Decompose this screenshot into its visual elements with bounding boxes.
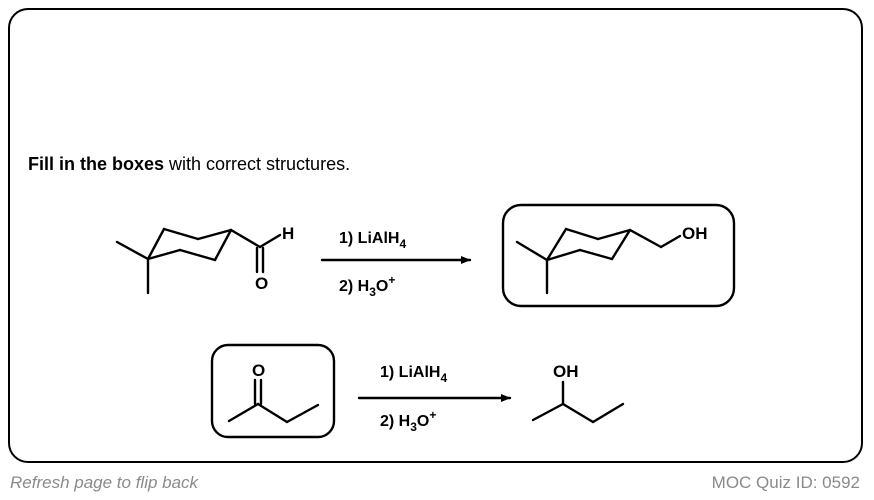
bond bbox=[515, 240, 549, 262]
bond bbox=[578, 248, 614, 261]
bond bbox=[628, 228, 663, 249]
question-prompt: Fill in the boxes with correct structure… bbox=[28, 154, 350, 175]
flip-back-hint: Refresh page to flip back bbox=[10, 473, 199, 492]
reaction2-product: OH bbox=[531, 362, 625, 424]
answer-box-frame[interactable] bbox=[210, 343, 336, 439]
bond bbox=[213, 228, 233, 262]
prompt-rest: with correct structures. bbox=[164, 154, 351, 174]
reaction1-answer-box[interactable]: OH bbox=[501, 203, 736, 308]
reagent-step2: 2) H3O+ bbox=[380, 408, 436, 434]
bond bbox=[610, 228, 632, 261]
quiz-card bbox=[8, 8, 863, 463]
reagent-step1: 1) LiAlH4 bbox=[380, 364, 447, 385]
bond bbox=[545, 227, 568, 262]
bond bbox=[115, 240, 150, 261]
reagent-step1: 1) LiAlH4 bbox=[339, 230, 406, 251]
atom-label-h: H bbox=[282, 224, 294, 243]
bond bbox=[178, 248, 217, 262]
bond bbox=[564, 227, 600, 241]
bond bbox=[258, 233, 282, 249]
bond bbox=[561, 402, 595, 424]
reagent-step2: 2) H3O+ bbox=[339, 273, 395, 299]
bond bbox=[256, 402, 289, 424]
bond bbox=[285, 403, 320, 424]
atom-label-oh: OH bbox=[682, 224, 708, 243]
reaction2-answer-box[interactable]: O bbox=[210, 343, 336, 439]
answer-box-frame[interactable] bbox=[501, 203, 736, 308]
bond bbox=[591, 402, 625, 424]
atom-label-o: O bbox=[255, 274, 268, 293]
bond bbox=[596, 228, 632, 241]
bond bbox=[659, 234, 682, 249]
prompt-bold: Fill in the boxes bbox=[28, 154, 165, 174]
quiz-id: MOC Quiz ID: 0592 bbox=[711, 473, 860, 492]
bond bbox=[227, 402, 260, 423]
bond bbox=[229, 228, 262, 249]
reaction2-arrow: 1) LiAlH4 2) H3O+ bbox=[357, 364, 512, 434]
reaction1-arrow: 1) LiAlH4 2) H3O+ bbox=[320, 230, 472, 299]
bond bbox=[162, 227, 200, 241]
atom-label-oh: OH bbox=[553, 362, 579, 381]
bond bbox=[146, 248, 182, 261]
bond bbox=[545, 248, 582, 262]
bond bbox=[531, 402, 565, 422]
atom-label-o: O bbox=[252, 361, 265, 380]
reaction1-starting-material: H O bbox=[115, 224, 294, 295]
bond bbox=[146, 227, 166, 261]
bond bbox=[196, 228, 233, 241]
